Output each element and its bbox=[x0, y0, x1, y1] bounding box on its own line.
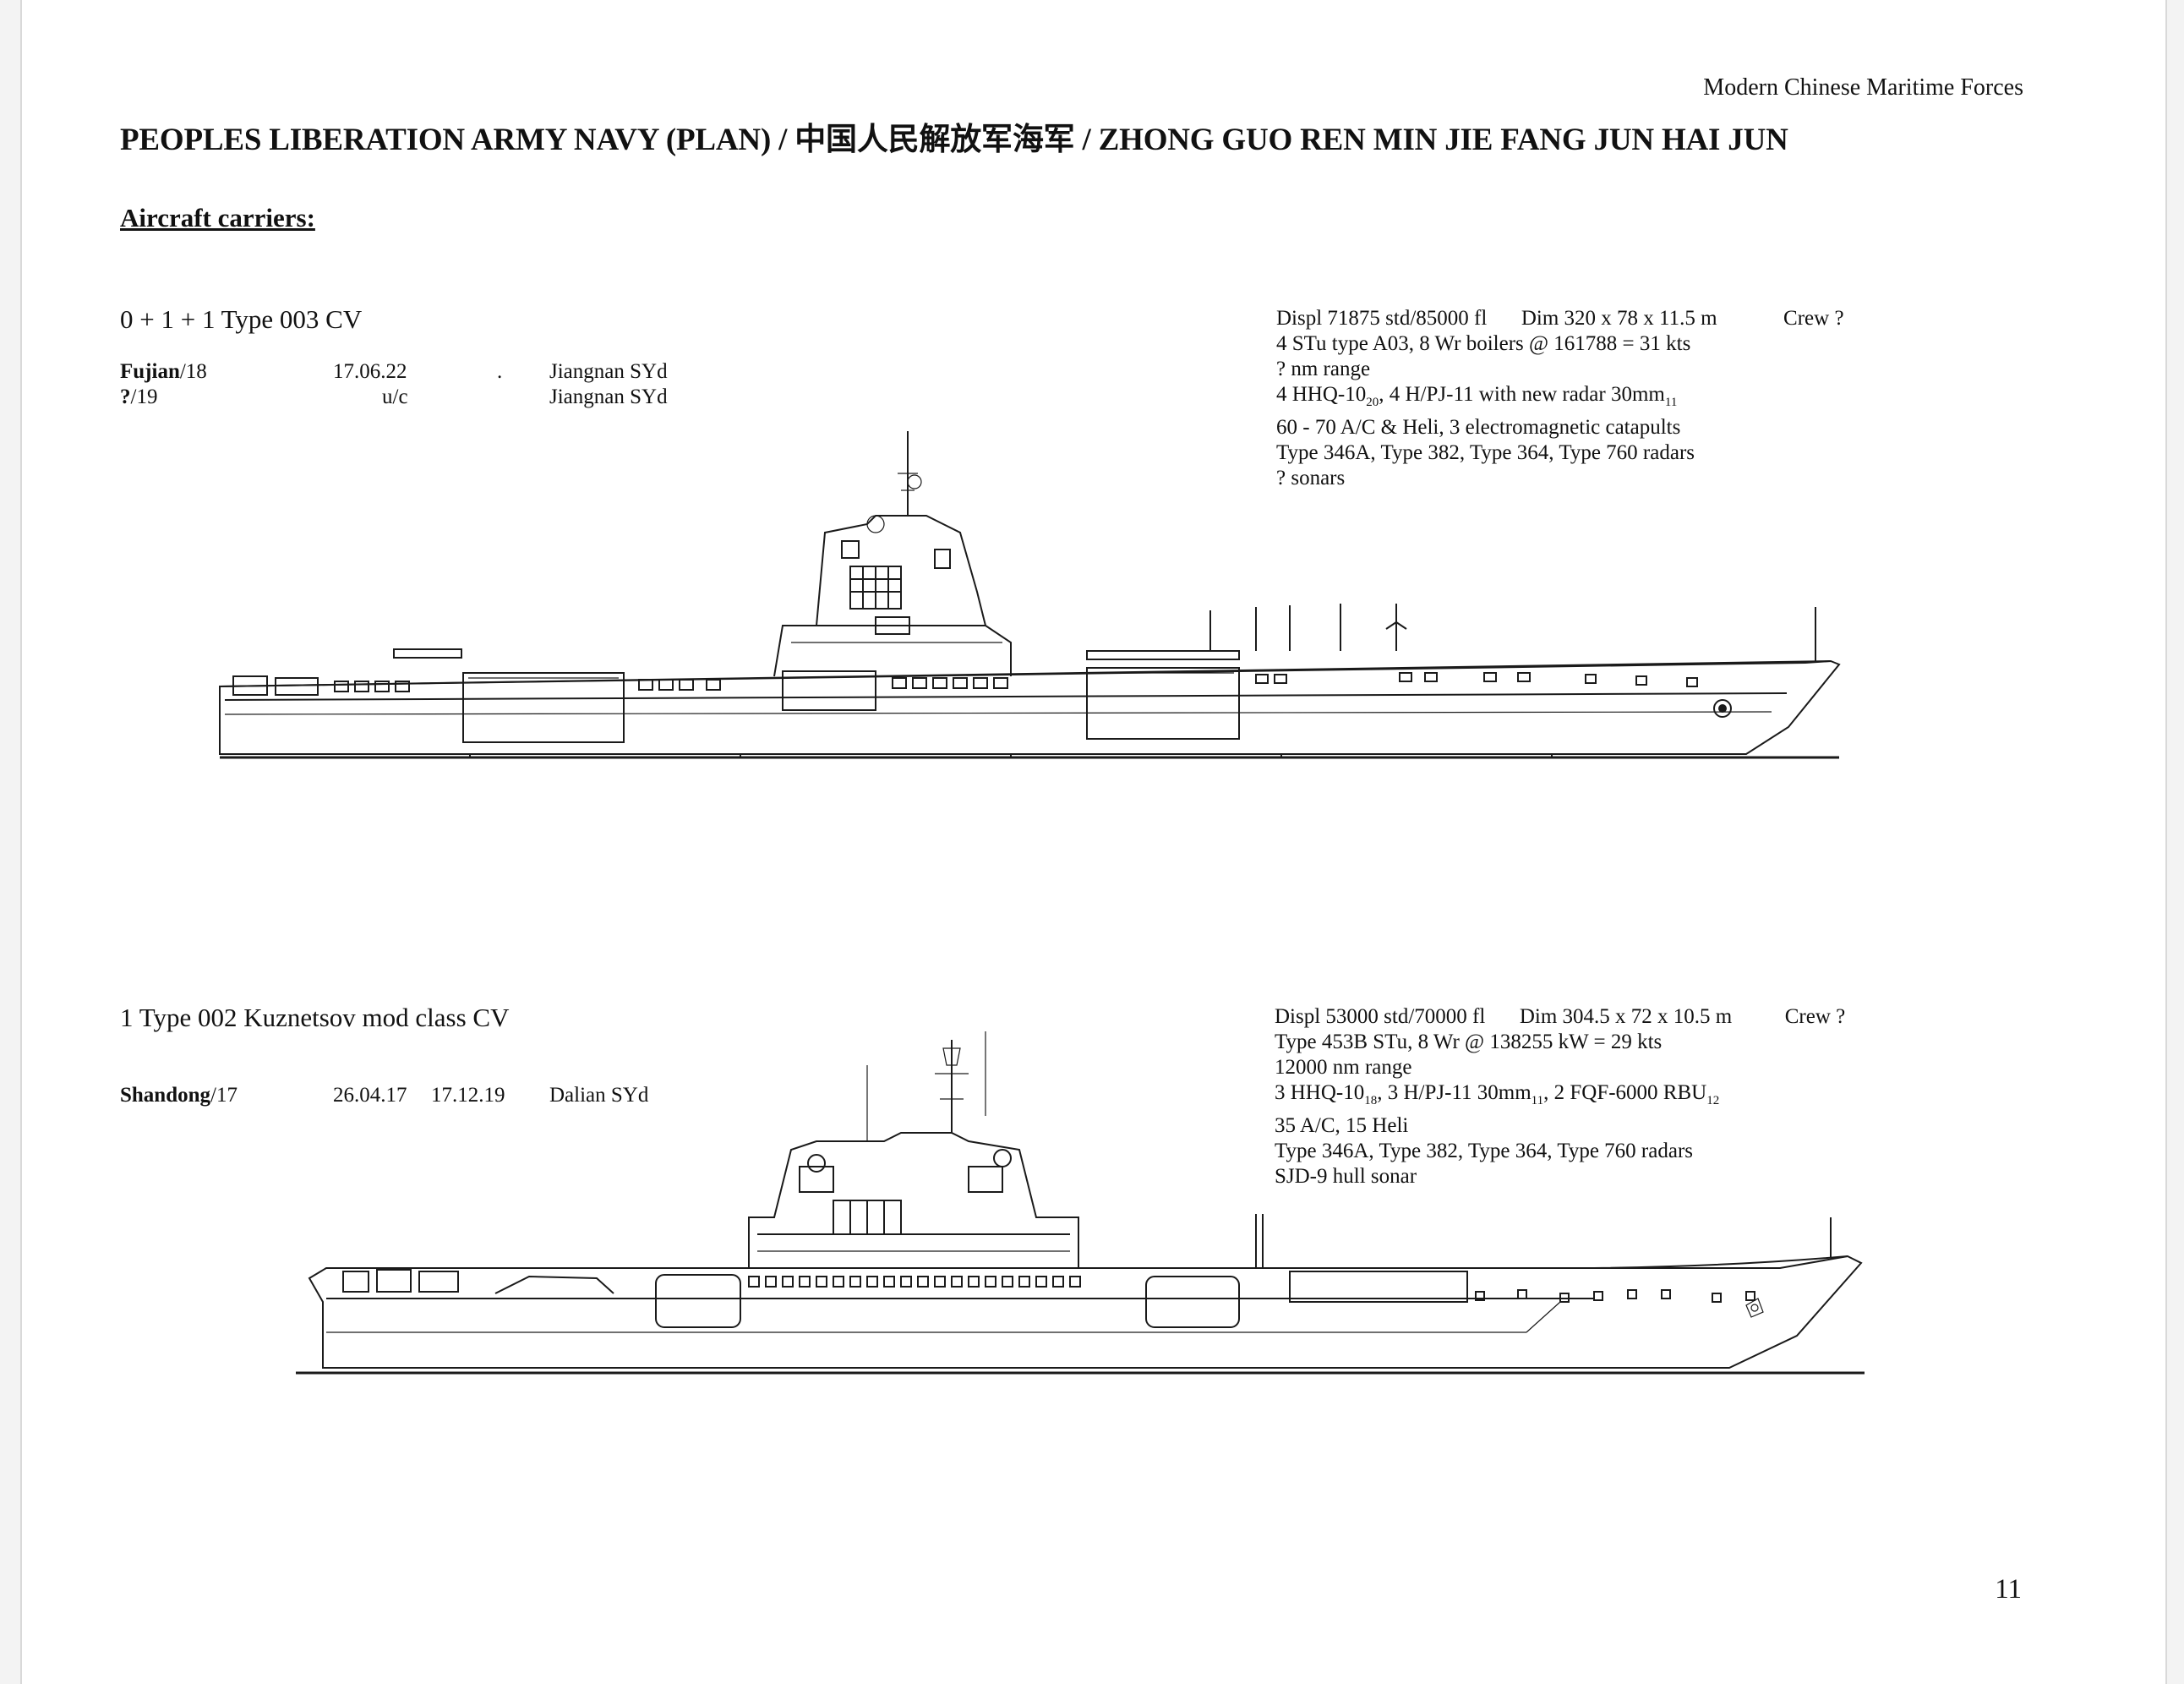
ship-drawing-type-003 bbox=[219, 431, 1841, 759]
ship-commissioned: . bbox=[497, 360, 503, 383]
ship-row-unnamed: ?/19 bbox=[120, 385, 157, 409]
spec-range: 12000 nm range bbox=[1275, 1056, 1412, 1079]
page-title: PEOPLES LIBERATION ARMY NAVY (PLAN) / 中国… bbox=[120, 123, 1788, 157]
spec-block-type-002: Displ 53000 std/70000 fl Dim 304.5 x 72 … bbox=[1275, 1004, 1845, 1189]
ship-yard: Jiangnan SYd bbox=[549, 360, 668, 383]
ship-number: /18 bbox=[179, 360, 207, 383]
section-heading: Aircraft carriers: bbox=[120, 203, 315, 232]
spec-radars: Type 346A, Type 382, Type 364, Type 760 … bbox=[1275, 1140, 1694, 1162]
spec-sonars: ? sonars bbox=[1276, 467, 1346, 489]
spec-displacement: Displ 71875 std/85000 fl bbox=[1276, 307, 1488, 330]
spec-armament: 4 HHQ-1020, 4 H/PJ-11 with new radar 30m… bbox=[1276, 383, 1678, 409]
document-page: Modern Chinese Maritime Forces PEOPLES L… bbox=[20, 0, 2167, 1684]
spec-radars: Type 346A, Type 382, Type 364, Type 760 … bbox=[1276, 441, 1695, 464]
spec-header-line: Displ 71875 std/85000 fl Dim 320 x 78 x … bbox=[1276, 306, 1844, 331]
ship-drawing-type-002 bbox=[296, 1031, 1865, 1375]
ship-laid-down: 17.06.22 bbox=[333, 360, 407, 383]
spec-range: ? nm range bbox=[1276, 358, 1371, 380]
spec-block-type-003: Displ 71875 std/85000 fl Dim 320 x 78 x … bbox=[1276, 306, 1844, 491]
spec-propulsion: 4 STu type A03, 8 Wr boilers @ 161788 = … bbox=[1276, 332, 1691, 355]
ship-laid-down: u/c bbox=[382, 385, 408, 408]
spec-crew: Crew ? bbox=[1783, 307, 1844, 330]
spec-header-line: Displ 53000 std/70000 fl Dim 304.5 x 72 … bbox=[1275, 1004, 1845, 1030]
spec-aircraft: 60 - 70 A/C & Heli, 3 electromagnetic ca… bbox=[1276, 416, 1681, 439]
ship-name: Fujian bbox=[120, 360, 180, 383]
spec-crew: Crew ? bbox=[1784, 1005, 1846, 1028]
spec-armament: 3 HHQ-1018, 3 H/PJ-11 30mm11, 2 FQF-6000… bbox=[1275, 1081, 1720, 1107]
ship-name: Shandong bbox=[120, 1084, 211, 1107]
ship-commissioned: 17.12.19 bbox=[431, 1084, 505, 1107]
ship-row-shandong: Shandong/17 bbox=[120, 1084, 238, 1107]
spec-dimensions: Dim 304.5 x 72 x 10.5 m bbox=[1519, 1005, 1733, 1028]
ship-row-fujian: Fujian/18 bbox=[120, 360, 207, 384]
ship-number: /19 bbox=[130, 385, 158, 408]
class-title-type-002: 1 Type 002 Kuznetsov mod class CV bbox=[120, 1003, 510, 1032]
spec-dimensions: Dim 320 x 78 x 11.5 m bbox=[1521, 307, 1717, 330]
running-header: Modern Chinese Maritime Forces bbox=[1703, 74, 2023, 101]
spec-propulsion: Type 453B STu, 8 Wr @ 138255 kW = 29 kts bbox=[1275, 1031, 1663, 1053]
spec-aircraft: 35 A/C, 15 Heli bbox=[1275, 1114, 1409, 1137]
ship-name: ? bbox=[120, 385, 131, 408]
spec-sonars: SJD-9 hull sonar bbox=[1275, 1165, 1417, 1188]
class-title-type-003: 0 + 1 + 1 Type 003 CV bbox=[120, 304, 363, 334]
ship-number: /17 bbox=[210, 1084, 238, 1107]
page-number: 11 bbox=[1995, 1574, 2022, 1605]
ship-yard: Dalian SYd bbox=[549, 1084, 649, 1107]
ship-yard: Jiangnan SYd bbox=[549, 385, 668, 408]
ship-laid-down: 26.04.17 bbox=[333, 1084, 407, 1107]
spec-displacement: Displ 53000 std/70000 fl bbox=[1275, 1005, 1486, 1028]
